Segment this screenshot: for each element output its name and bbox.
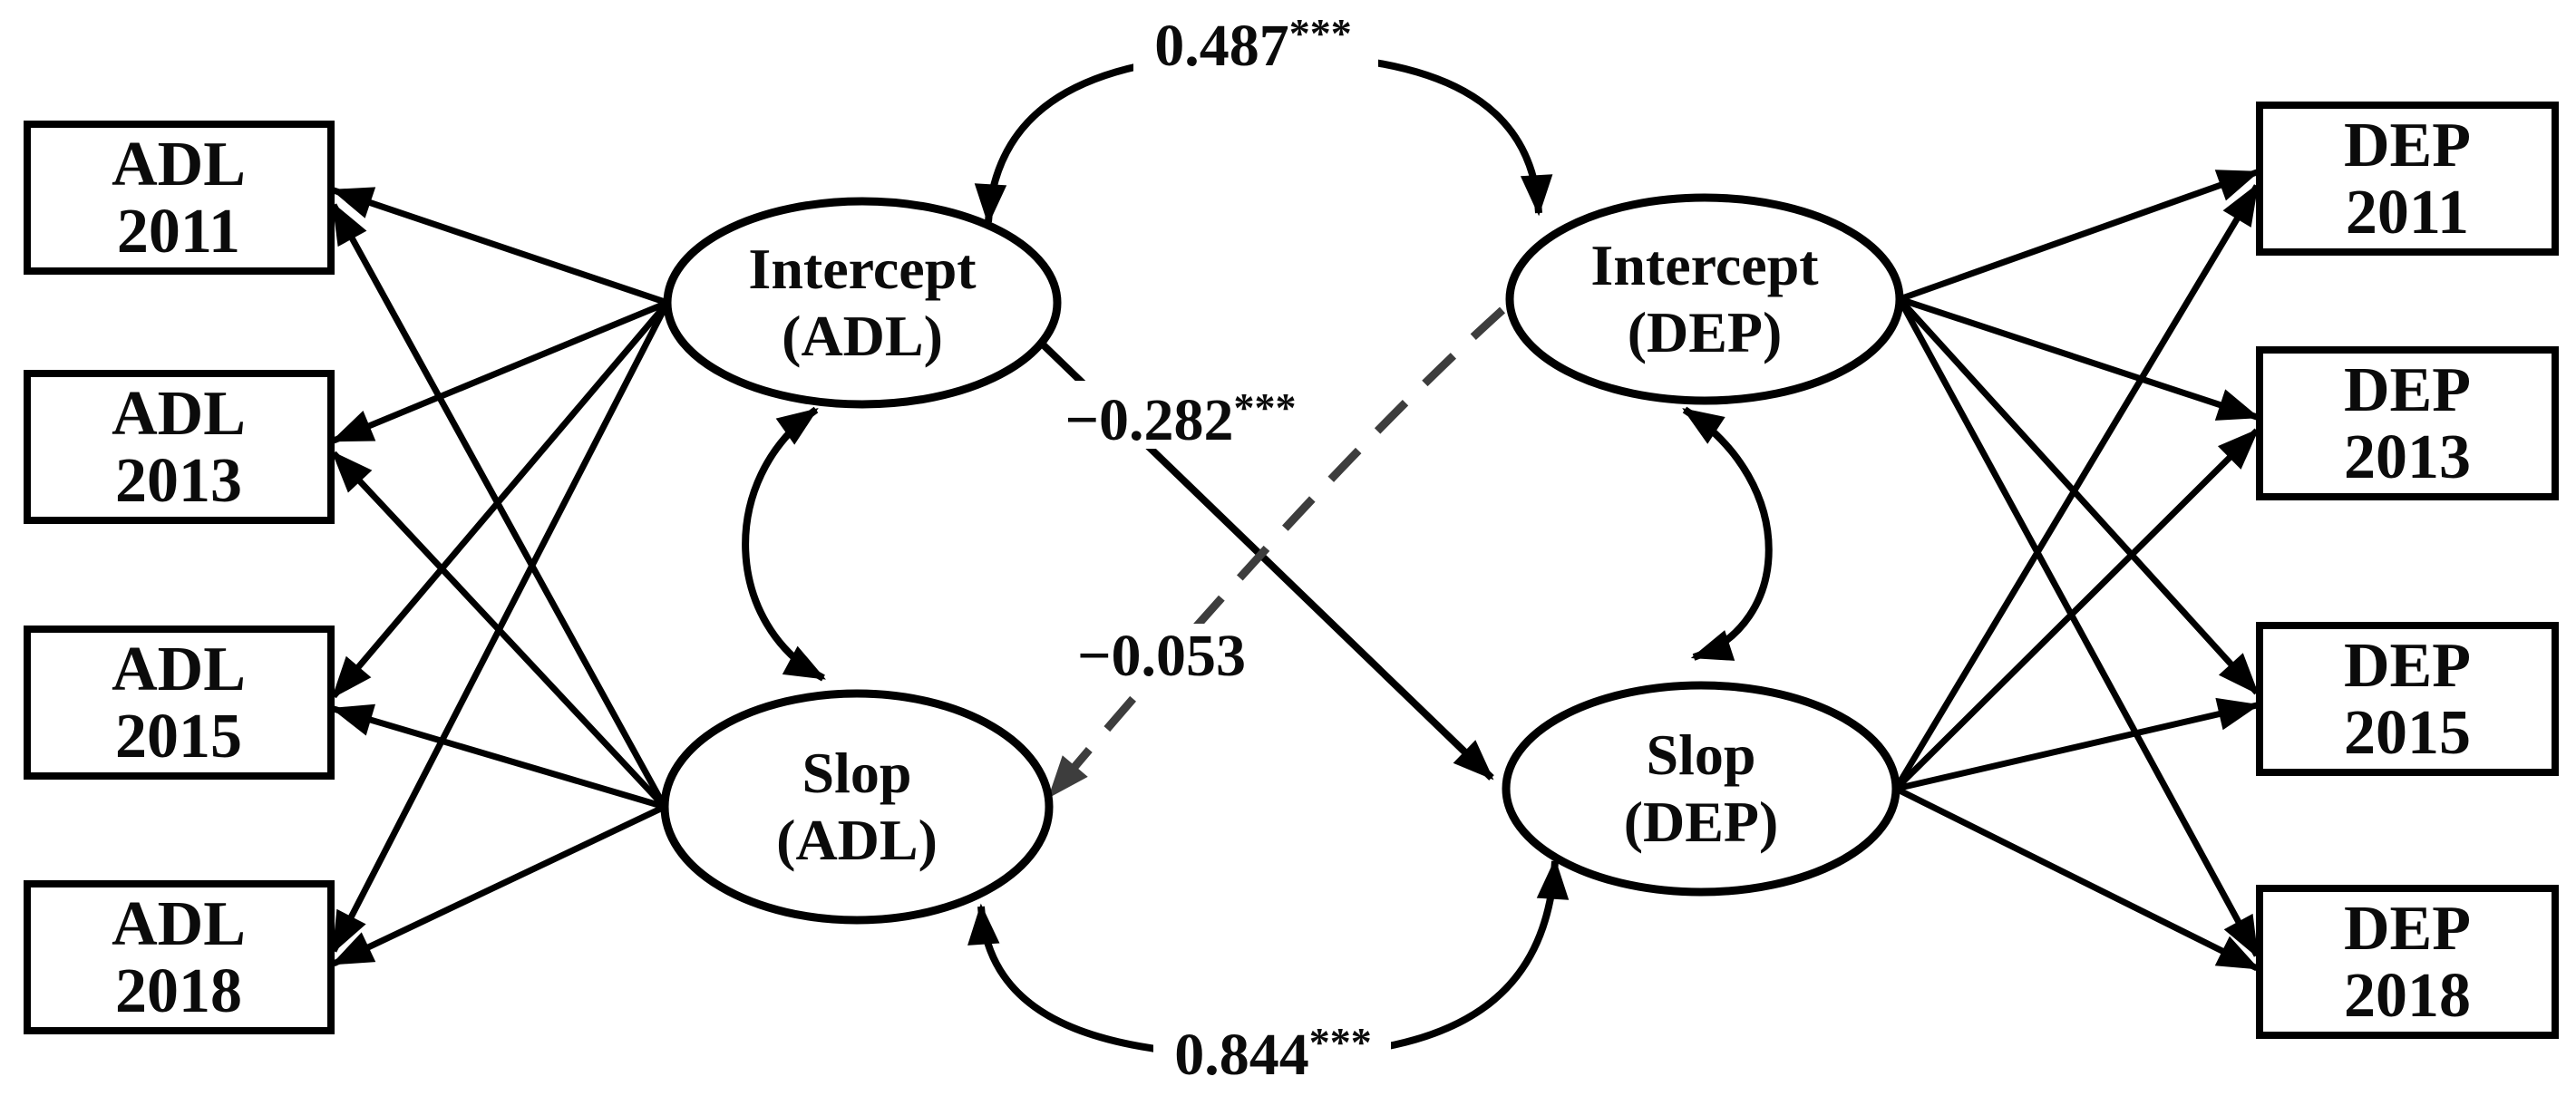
adl-2018-line2: 2018 — [115, 956, 242, 1026]
loadings-intercept-dep — [1896, 169, 2260, 959]
observed-box-adl-2015: ADL 2015 — [24, 626, 335, 780]
svg-text:Slop: Slop — [1647, 723, 1756, 787]
estimate-label-cross-dep-to-adl: −0.053 — [1068, 623, 1259, 689]
svg-text:2018: 2018 — [115, 956, 242, 1026]
intercept-dep-line1: Intercept — [1590, 233, 1819, 297]
covariance-arc-intercepts — [974, 50, 1553, 226]
path-intercept-adl-to-adl-2013 — [330, 299, 669, 444]
estimate-label-cov-intercepts: 0.487*** — [1133, 7, 1378, 79]
svg-text:(ADL): (ADL) — [782, 304, 943, 368]
svg-text:(DEP): (DEP) — [1628, 300, 1783, 364]
dep-2011-line1: DEP — [2344, 111, 2471, 180]
dep-2013-line2: 2013 — [2344, 422, 2471, 492]
svg-text:Intercept: Intercept — [748, 237, 977, 301]
dep-2018-line2: 2018 — [2344, 961, 2471, 1031]
slope-adl-line2: (ADL) — [776, 808, 938, 872]
path-slope-adl-to-adl-2011 — [330, 201, 668, 809]
loadings-slope-dep — [1892, 183, 2260, 972]
dep-2015-line1: DEP — [2344, 631, 2471, 701]
path-slope-dep-to-dep-2018 — [1894, 785, 2260, 972]
latent-ellipse-slope-dep: Slop (DEP) — [1502, 681, 1900, 897]
svg-text:DEP: DEP — [2344, 631, 2471, 701]
dep-2015-line2: 2015 — [2344, 698, 2471, 768]
adl-2018-line1: ADL — [112, 889, 246, 959]
adl-2015-line1: ADL — [112, 635, 246, 704]
observed-box-dep-2015: DEP 2015 — [2256, 622, 2559, 776]
svg-text:Slop: Slop — [802, 741, 912, 805]
svg-text:ADL: ADL — [112, 889, 246, 959]
intercept-adl-line1: Intercept — [748, 237, 977, 301]
svg-text:2018: 2018 — [2344, 961, 2471, 1031]
dep-2018-line1: DEP — [2344, 894, 2471, 964]
svg-text:DEP: DEP — [2344, 111, 2471, 180]
path-slope-dep-to-dep-2011 — [1892, 183, 2260, 790]
observed-box-dep-2018: DEP 2018 — [2256, 885, 2559, 1039]
path-intercept-adl-to-adl-2011 — [330, 187, 669, 306]
path-slope-adl-to-adl-2015 — [330, 703, 666, 810]
adl-2013-line2: 2013 — [115, 446, 242, 516]
path-intercept-dep-to-dep-2011 — [1898, 169, 2260, 303]
slope-adl-line1: Slop — [802, 741, 912, 805]
loadings-intercept-adl — [330, 187, 671, 955]
cov-slopes-stars: *** — [1309, 1019, 1372, 1065]
svg-text:2011: 2011 — [117, 197, 240, 267]
svg-text:ADL: ADL — [112, 379, 246, 449]
estimate-label-cross-adl-to-dep: −0.282*** — [1052, 381, 1310, 453]
svg-text:ADL: ADL — [112, 635, 246, 704]
svg-text:2013: 2013 — [2344, 422, 2471, 492]
adl-2011-line2: 2011 — [117, 197, 240, 267]
observed-box-adl-2018: ADL 2018 — [24, 880, 335, 1034]
path-intercept-dep-to-dep-2018 — [1896, 297, 2260, 959]
cross-adl-to-dep-value: −0.282 — [1064, 387, 1233, 453]
covariance-arc-intercept-slope-dep — [1682, 406, 1773, 661]
svg-text:(DEP): (DEP) — [1624, 790, 1779, 854]
cross-dep-to-adl-value: −0.053 — [1077, 623, 1246, 689]
observed-box-adl-2011: ADL 2011 — [24, 121, 335, 275]
adl-2011-line1: ADL — [112, 130, 246, 199]
svg-text:2015: 2015 — [2344, 698, 2471, 768]
svg-text:−0.053: −0.053 — [1077, 623, 1246, 689]
slope-dep-line1: Slop — [1647, 723, 1756, 787]
intercept-adl-line2: (ADL) — [782, 304, 943, 368]
svg-text:DEP: DEP — [2344, 355, 2471, 425]
svg-text:ADL: ADL — [112, 130, 246, 199]
svg-text:0.844***: 0.844*** — [1174, 1019, 1372, 1088]
svg-text:0.487***: 0.487*** — [1154, 10, 1352, 79]
latent-ellipse-slope-adl: Slop (ADL) — [660, 689, 1054, 925]
svg-text:2011: 2011 — [2346, 178, 2469, 247]
svg-text:DEP: DEP — [2344, 894, 2471, 964]
cross-adl-to-dep-stars: *** — [1234, 384, 1297, 431]
path-slope-dep-to-dep-2015 — [1895, 697, 2260, 792]
path-slope-dep-to-dep-2013 — [1893, 428, 2260, 791]
slope-dep-line2: (DEP) — [1624, 790, 1779, 854]
observed-box-dep-2011: DEP 2011 — [2256, 102, 2559, 256]
dep-2013-line1: DEP — [2344, 355, 2471, 425]
path-slope-adl-to-adl-2018 — [330, 803, 666, 967]
svg-text:2013: 2013 — [115, 446, 242, 516]
cov-intercepts-stars: *** — [1289, 10, 1352, 56]
latent-ellipse-intercept-dep: Intercept (DEP) — [1505, 193, 1904, 405]
path-intercept-adl-to-adl-2015 — [331, 300, 670, 699]
svg-text:−0.282***: −0.282*** — [1064, 384, 1296, 453]
adl-2013-line1: ADL — [112, 379, 246, 449]
svg-text:Intercept: Intercept — [1590, 233, 1819, 297]
path-intercept-dep-to-dep-2015 — [1897, 296, 2260, 695]
path-intercept-dep-to-dep-2013 — [1898, 296, 2260, 421]
observed-box-dep-2013: DEP 2013 — [2256, 346, 2559, 500]
cov-intercepts-value: 0.487 — [1154, 13, 1289, 79]
path-dashed-intercept-dep-to-slope-adl — [1046, 306, 1506, 799]
intercept-dep-line2: (DEP) — [1628, 300, 1783, 364]
dep-2011-line2: 2011 — [2346, 178, 2469, 247]
covariance-arc-intercept-slope-adl — [742, 406, 826, 682]
svg-text:2015: 2015 — [115, 702, 242, 771]
adl-2015-line2: 2015 — [115, 702, 242, 771]
observed-box-adl-2013: ADL 2013 — [24, 370, 335, 524]
cov-slopes-value: 0.844 — [1174, 1022, 1309, 1088]
latent-ellipse-intercept-adl: Intercept (ADL) — [663, 197, 1062, 409]
path-slope-adl-to-adl-2013 — [331, 451, 667, 810]
estimate-label-cov-slopes: 0.844*** — [1153, 1014, 1391, 1088]
loadings-slope-adl — [330, 201, 668, 967]
svg-text:(ADL): (ADL) — [776, 808, 938, 872]
